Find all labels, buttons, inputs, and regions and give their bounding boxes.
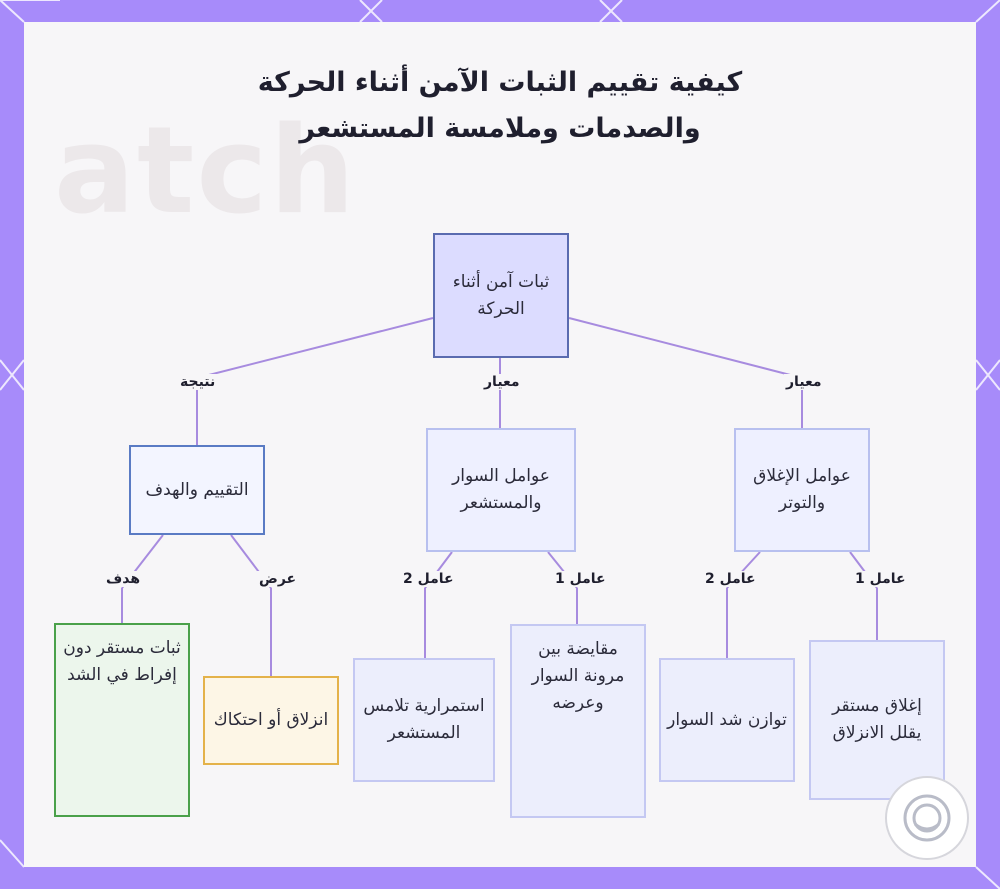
node-lockstable-label: إغلاق مستقر يقلل الانزلاق	[832, 696, 922, 743]
edge-label-factor2-mid: عامل 2	[401, 571, 456, 587]
node-strap: عوامل السوار والمستشعر	[426, 428, 576, 552]
node-lockstable: إغلاق مستقر يقلل الانزلاق	[809, 640, 945, 800]
node-lock-label: عوامل الإغلاق والتوتر	[753, 466, 851, 513]
node-strap-label: عوامل السوار والمستشعر	[452, 466, 550, 513]
node-eval-label: التقييم والهدف	[145, 479, 249, 500]
node-lock: عوامل الإغلاق والتوتر	[734, 428, 870, 552]
node-eval: التقييم والهدف	[129, 445, 265, 535]
watermark-text: atch	[54, 102, 357, 241]
edge-label-result: نتيجة	[178, 374, 218, 390]
node-continuity-label: استمرارية تلامس المستشعر	[363, 696, 485, 743]
node-root-label: ثبات آمن أثناء الحركة	[452, 271, 550, 319]
node-balance-label: توازن شد السوار	[667, 709, 787, 730]
node-slip: انزلاق أو احتكاك	[203, 676, 339, 765]
edge-label-criterion-mid: معيار	[482, 374, 522, 390]
edge-label-goal: هدف	[104, 571, 143, 587]
node-tradeoff: مقايضة بين مرونة السوار وعرضه	[510, 624, 646, 818]
edge-label-factor2-right: عامل 2	[703, 571, 758, 587]
node-stable-label: ثبات مستقر دون إفراط في الشد	[63, 638, 181, 685]
node-tradeoff-label: مقايضة بين مرونة السوار وعرضه	[531, 639, 625, 713]
diagram-title: كيفية تقييم الثبات الآمن أثناء الحركة وا…	[257, 67, 743, 144]
node-continuity: استمرارية تلامس المستشعر	[353, 658, 495, 782]
brand-logo-icon	[885, 776, 969, 860]
node-root: ثبات آمن أثناء الحركة	[433, 233, 569, 358]
edge-root-eval	[196, 317, 434, 379]
edge-label-symptom: عرض	[257, 571, 299, 587]
edge-label-criterion-right: معيار	[784, 374, 824, 390]
edge-label-factor1-right: عامل 1	[853, 571, 908, 587]
node-balance: توازن شد السوار	[659, 658, 795, 782]
node-stable: ثبات مستقر دون إفراط في الشد	[54, 623, 190, 817]
edge-label-factor1-mid: عامل 1	[553, 571, 608, 587]
edge-root-lock	[568, 317, 803, 379]
node-slip-label: انزلاق أو احتكاك	[213, 710, 329, 730]
